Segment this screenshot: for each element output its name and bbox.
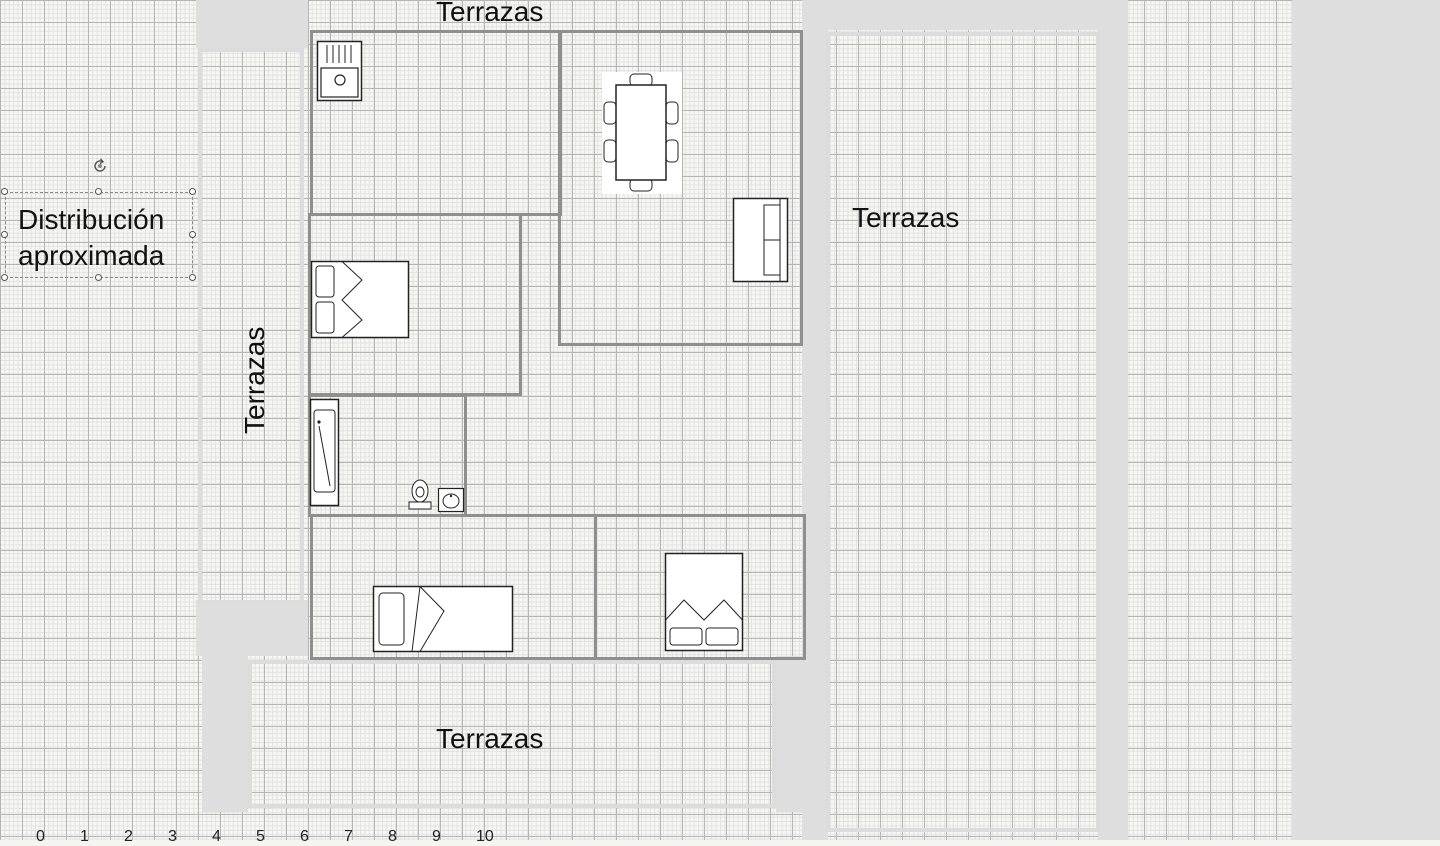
band-right-edge	[1098, 30, 1128, 840]
scale-mark: 5	[256, 828, 265, 845]
scale-mark: 9	[432, 828, 441, 845]
resize-handle-top-right[interactable]	[189, 188, 196, 195]
scale-mark: 0	[36, 828, 45, 845]
scale-mark: 8	[388, 828, 397, 845]
scale-mark: 2	[124, 828, 133, 845]
terrace-label-right: Terrazas	[852, 202, 960, 233]
textbox-line-1: Distribución	[18, 204, 165, 235]
selected-textbox[interactable]: Distribución aproximada	[5, 192, 193, 278]
terrace-label-top: Terrazas	[436, 0, 544, 27]
terrace-label-bottom: Terrazas	[436, 723, 544, 754]
band-bottom-right	[776, 656, 802, 812]
scale-mark: 1	[80, 828, 89, 845]
terrace-bottom[interactable]	[248, 660, 776, 808]
canvas-margin	[1292, 0, 1440, 840]
band-left-top	[196, 0, 308, 48]
room-bedroom-3[interactable]	[594, 514, 806, 660]
single-bed-icon[interactable]	[372, 585, 514, 653]
resize-handle-top-left[interactable]	[1, 188, 8, 195]
scale-mark: 3	[168, 828, 177, 845]
stove-icon[interactable]	[316, 40, 364, 102]
scale-mark: 4	[212, 828, 221, 845]
resize-handle-left[interactable]	[1, 231, 8, 238]
dining-table-icon[interactable]	[602, 72, 682, 194]
terrace-right[interactable]	[826, 32, 1100, 832]
scale-mark: 10	[476, 828, 494, 845]
textbox-line-2: aproximada	[18, 240, 165, 271]
resize-handle-right[interactable]	[189, 231, 196, 238]
double-bed-icon[interactable]	[310, 260, 410, 339]
resize-handle-bottom[interactable]	[95, 274, 102, 281]
resize-handle-bottom-right[interactable]	[189, 274, 196, 281]
resize-handle-bottom-left[interactable]	[1, 274, 8, 281]
resize-handle-top[interactable]	[95, 188, 102, 195]
scale-mark: 7	[344, 828, 353, 845]
band-left-bottom	[196, 600, 308, 656]
band-bottom-left	[202, 656, 248, 812]
sink-icon[interactable]	[437, 487, 465, 513]
textbox-text[interactable]: Distribución aproximada	[18, 202, 164, 274]
terrace-left[interactable]	[198, 48, 304, 604]
band-right-divider	[802, 30, 828, 840]
double-bed-bottom-icon[interactable]	[664, 552, 744, 652]
room-living[interactable]	[558, 30, 803, 346]
toilet-icon[interactable]	[406, 479, 434, 511]
terrace-label-left: Terrazas	[239, 326, 270, 434]
sofa-icon[interactable]	[732, 197, 790, 283]
band-right-top	[802, 0, 1128, 30]
bathtub-icon[interactable]	[309, 398, 341, 508]
scale-mark: 6	[300, 828, 309, 845]
rotate-handle-icon[interactable]	[90, 156, 110, 176]
